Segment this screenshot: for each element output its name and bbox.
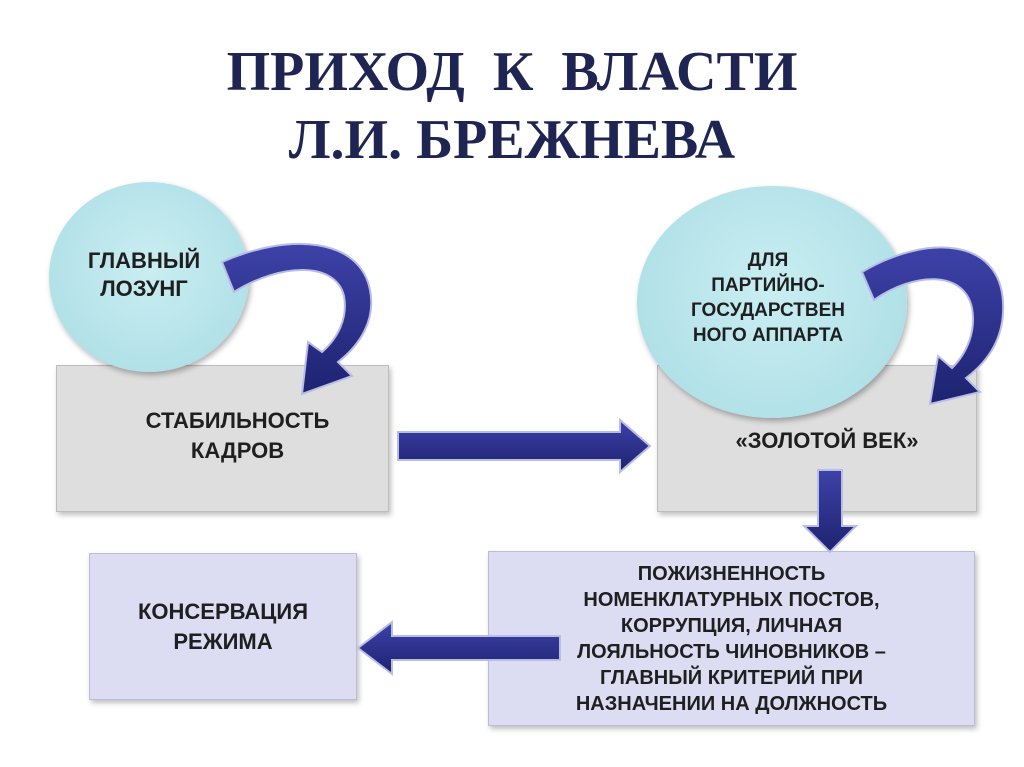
- conservation-label: КОНСЕРВАЦИЯ РЕЖИМА: [137, 598, 309, 654]
- title-line-2: Л.И. БРЕЖНЕВА: [288, 109, 736, 171]
- slide-title: ПРИХОД К ВЛАСТИ Л.И. БРЕЖНЕВА: [0, 38, 1024, 174]
- lifelong-posts-box: ПОЖИЗНЕННОСТЬ НОМЕНКЛАТУРНЫХ ПОСТОВ, КОР…: [488, 551, 975, 726]
- apparatus-circle: ДЛЯ ПАРТИЙНО- ГОСУДАРСТВЕН НОГО АППАРТА: [637, 186, 907, 418]
- main-slogan-label: ГЛАВНЫЙ ЛОЗУНГ: [87, 248, 201, 301]
- golden-age-label: «ЗОЛОТОЙ ВЕК»: [735, 427, 919, 453]
- conservation-box: КОНСЕРВАЦИЯ РЕЖИМА: [89, 553, 357, 700]
- stability-box: СТАБИЛЬНОСТЬ КАДРОВ: [56, 365, 389, 512]
- apparatus-label: ДЛЯ ПАРТИЙНО- ГОСУДАРСТВЕН НОГО АППАРТА: [690, 250, 846, 346]
- lifelong-posts-label: ПОЖИЗНЕННОСТЬ НОМЕНКЛАТУРНЫХ ПОСТОВ, КОР…: [575, 562, 888, 715]
- arrow-stability-to-golden-age: [397, 417, 652, 475]
- stability-label: СТАБИЛЬНОСТЬ КАДРОВ: [145, 407, 330, 463]
- main-slogan-circle: ГЛАВНЫЙ ЛОЗУНГ: [49, 182, 249, 372]
- title-line-1: ПРИХОД К ВЛАСТИ: [226, 41, 798, 103]
